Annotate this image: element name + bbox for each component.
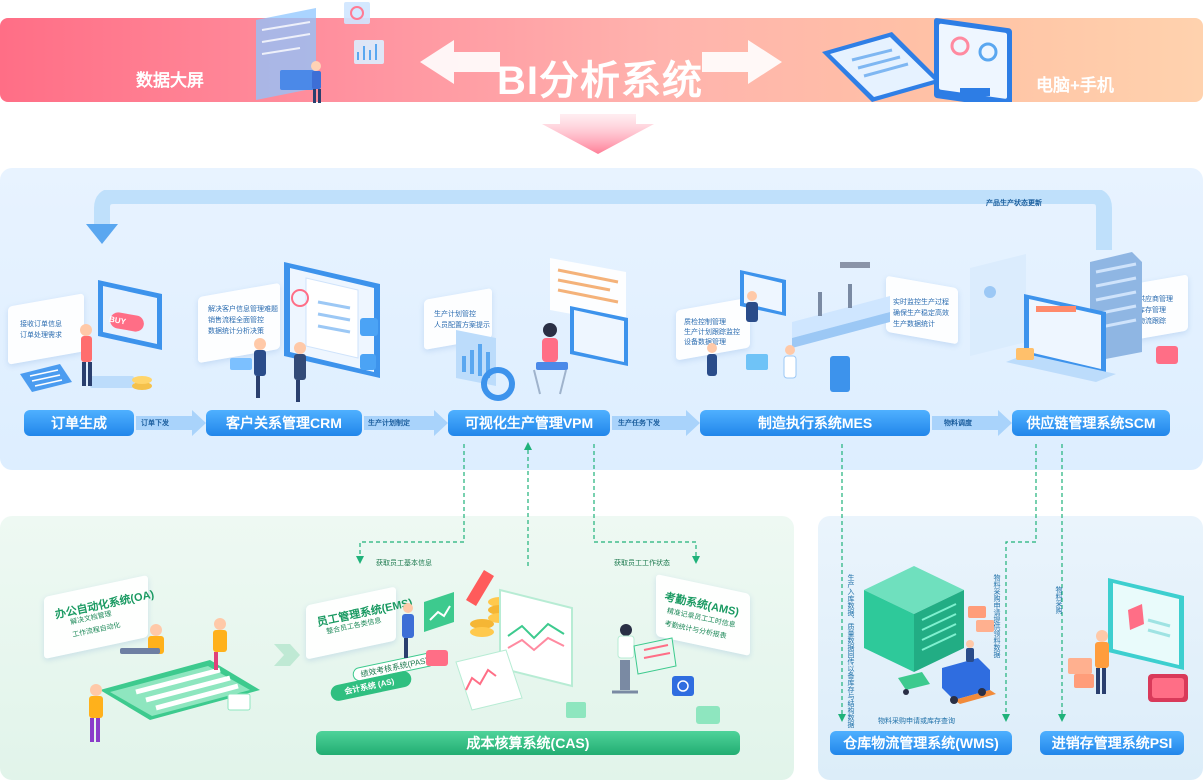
crm-illustration xyxy=(230,262,380,402)
banner-right-label: 电脑+手机 xyxy=(1036,76,1114,95)
oa-illustration xyxy=(89,618,260,742)
label-get-staff-status: 获取员工工作状态 xyxy=(614,560,670,567)
mes-card-line-2: 生产计划跟踪监控 xyxy=(684,329,740,336)
node-order[interactable]: 订单生成 xyxy=(24,410,134,436)
mes-illustration xyxy=(707,262,890,392)
label-crm-vpm: 生产计划制定 xyxy=(368,420,410,427)
crm-card-line-1: 解决客户信息管理难题 xyxy=(208,306,278,313)
cas-illustration xyxy=(402,570,586,718)
label-wms-bottom: 物料采购申请或库存查询 xyxy=(878,718,955,725)
mes-scm-connectors xyxy=(838,444,1066,722)
order-card-line-2: 订单处理需求 xyxy=(20,332,62,339)
vpm-card-line-1: 生产计划管控 xyxy=(434,311,476,318)
node-cas[interactable]: 成本核算系统(CAS) xyxy=(316,731,740,755)
order-list-icon xyxy=(20,364,72,392)
arrow-order-crm xyxy=(136,410,206,436)
scm-card-line-3: 物流跟踪 xyxy=(1138,318,1166,325)
mes-card2-line-1: 实时监控生产过程 xyxy=(893,299,949,306)
mes-card-line-1: 质检控制管理 xyxy=(684,319,726,326)
label-get-staff-info: 获取员工基本信息 xyxy=(376,560,432,567)
label-mes-to-wms: 生产入库数据、质量数据回传以备库存与结构数据 xyxy=(847,574,854,728)
label-scm-to-psi: 物料采购 xyxy=(1055,586,1062,614)
mes-card-line-3: 设备数据管理 xyxy=(684,339,726,346)
double-arrow-icon xyxy=(420,40,782,84)
vpm-illustration xyxy=(456,258,628,401)
banner-left-label: 数据大屏 xyxy=(136,71,204,90)
feedback-loop-arrow xyxy=(86,190,1112,250)
order-illustration xyxy=(80,280,162,390)
psi-illustration xyxy=(1068,578,1188,702)
vpm-card-line-2: 人员配置方案提示 xyxy=(434,322,490,329)
wms-illustration xyxy=(864,566,996,704)
oa-arrow-icon xyxy=(274,644,300,666)
node-scm[interactable]: 供应链管理系统SCM xyxy=(1012,410,1170,436)
node-crm[interactable]: 客户关系管理CRM xyxy=(206,410,362,436)
scm-card-line-2: 库存管理 xyxy=(1138,307,1166,314)
ams-illustration xyxy=(612,624,720,724)
arrow-vpm-mes xyxy=(612,410,700,436)
down-arrow-icon xyxy=(542,114,654,154)
feedback-label: 产品生产状态更新 xyxy=(986,200,1042,207)
scm-illustration xyxy=(970,252,1178,382)
node-psi[interactable]: 进销存管理系统PSI xyxy=(1040,731,1184,755)
scm-card-line-1: 供应商管理 xyxy=(1138,296,1173,303)
bi-banner: 数据大屏 BI分析系统 电脑+手机 xyxy=(0,2,1203,103)
label-vpm-mes: 生产任务下发 xyxy=(618,420,660,427)
crm-card-line-2: 销售流程全面管控 xyxy=(208,317,264,324)
crm-card-line-3: 数据统计分析决策 xyxy=(208,328,264,335)
label-mes-scm: 物料调度 xyxy=(944,420,972,427)
banner-title: BI分析系统 xyxy=(497,59,703,103)
node-vpm[interactable]: 可视化生产管理VPM xyxy=(448,410,610,436)
computer-phone-illustration xyxy=(822,18,1012,102)
mes-card2-line-3: 生产数据统计 xyxy=(893,321,935,328)
node-mes[interactable]: 制造执行系统MES xyxy=(700,410,930,436)
arrow-mes-scm xyxy=(932,410,1012,436)
label-scm-to-wms: 物料采购申请提供领料数据 xyxy=(993,574,1000,658)
order-card-line-1: 接收订单信息 xyxy=(20,321,62,328)
arrow-crm-vpm xyxy=(364,410,448,436)
mes-card2-line-2: 确保生产稳定高效 xyxy=(893,310,949,317)
data-screen-illustration xyxy=(256,2,384,103)
label-order-crm: 订单下发 xyxy=(141,420,169,427)
node-wms[interactable]: 仓库物流管理系统(WMS) xyxy=(830,731,1012,755)
vpm-cas-connectors xyxy=(356,442,700,566)
